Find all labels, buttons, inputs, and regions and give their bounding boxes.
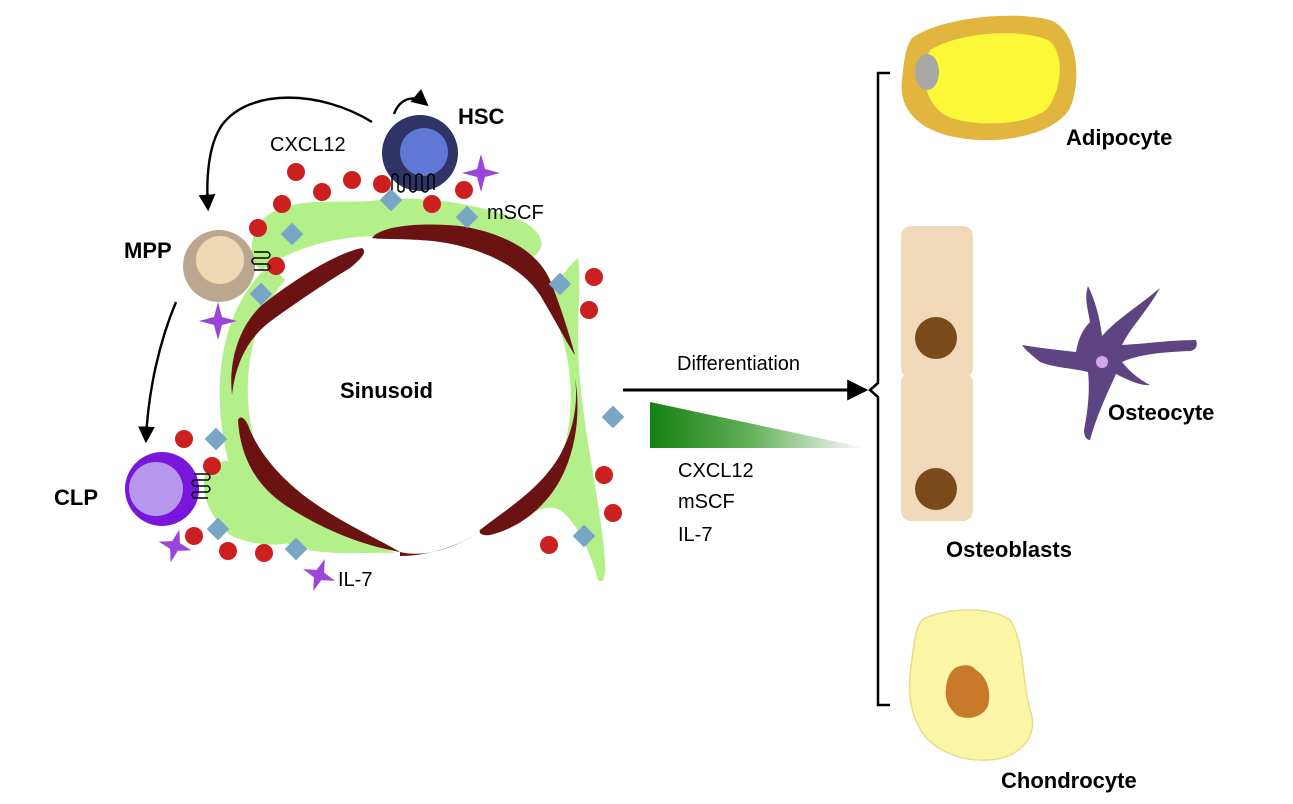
cxcl12-dots (175, 163, 622, 562)
hsc-receptor-icon (391, 173, 435, 193)
gradient-il7-label: IL-7 (678, 524, 712, 546)
cxcl12-label: CXCL12 (270, 134, 346, 156)
cxcl12-dot (267, 257, 285, 275)
hsc-label: HSC (458, 104, 505, 129)
mscf-diamond (601, 405, 625, 429)
hsc-cell (382, 115, 458, 193)
gradient-mscf-label: mSCF (678, 491, 735, 513)
sinusoid-wall-bottom (400, 532, 480, 556)
sinusoid-wall-top (372, 224, 575, 355)
cxcl12-dot (423, 195, 441, 213)
mpp-to-clp-arrow (138, 301, 178, 444)
cxcl12-dot (595, 466, 613, 484)
osteocyte-cell (1022, 286, 1197, 440)
gradient-cxcl12-label: CXCL12 (678, 460, 754, 482)
osteoblast-cells (901, 226, 973, 521)
sinusoid-label: Sinusoid (340, 378, 433, 403)
chondrocyte-cell (908, 609, 1034, 761)
cxcl12-dot (273, 195, 291, 213)
il7-stars (158, 154, 500, 591)
clp-receptor-icon (191, 473, 211, 499)
il7-star (158, 529, 192, 563)
adipocyte-label: Adipocyte (1066, 125, 1172, 150)
factor-gradient-wedge (650, 402, 866, 448)
il7-star (462, 154, 500, 192)
niche-green-right (500, 258, 606, 582)
adipocyte-nucleus (915, 54, 939, 90)
differentiation-label: Differentiation (677, 353, 800, 375)
sinusoid-wall-bottom-right (479, 378, 578, 536)
cxcl12-dot (219, 542, 237, 560)
clp-cell (125, 452, 211, 526)
il7-star (303, 559, 335, 591)
sinusoid-wall (231, 224, 578, 556)
niche-green-strip (203, 460, 300, 545)
osteocyte-nucleus (1096, 356, 1108, 368)
chondrocyte-label: Chondrocyte (1001, 768, 1137, 793)
sinusoid-wall-left (231, 248, 365, 395)
mscf-label: mSCF (487, 202, 544, 224)
cxcl12-dot (287, 163, 305, 181)
clp-label: CLP (54, 485, 98, 510)
clp-nucleus (129, 462, 183, 516)
cxcl12-dot (585, 268, 603, 286)
hsc-to-mpp-arrow (198, 96, 373, 212)
cxcl12-dot (373, 175, 391, 193)
hsc-nucleus (400, 128, 448, 176)
osteocyte-body (1022, 286, 1197, 440)
lineage-bracket (868, 71, 890, 707)
sinusoid-wall-bottom-left (238, 417, 400, 552)
mpp-cell (183, 230, 271, 302)
il7-label: IL-7 (338, 569, 372, 591)
osteoblast-nucleus (915, 468, 957, 510)
il7-star (199, 302, 237, 340)
hsc-self-renewal-arrow (392, 88, 429, 115)
differentiation-cycle-arrows (138, 88, 429, 444)
cxcl12-dot (343, 171, 361, 189)
chondrocyte-nucleus (945, 665, 990, 718)
osteoblast-nucleus (915, 317, 957, 359)
osteocyte-label: Osteocyte (1108, 400, 1214, 425)
cxcl12-dot (580, 301, 598, 319)
cxcl12-dot (313, 183, 331, 201)
cxcl12-dot (185, 527, 203, 545)
mpp-receptor-icon (251, 251, 271, 271)
adipocyte-lipid (925, 33, 1060, 124)
cxcl12-dot (249, 219, 267, 237)
mpp-label: MPP (124, 238, 172, 263)
adipocyte-cell (901, 15, 1077, 141)
cxcl12-dot (604, 504, 622, 522)
mpp-nucleus (196, 236, 244, 284)
cxcl12-dot (175, 430, 193, 448)
cxcl12-dot (455, 181, 473, 199)
cxcl12-dot (203, 457, 221, 475)
cxcl12-dot (255, 544, 273, 562)
cxcl12-dot (540, 536, 558, 554)
osteoblasts-label: Osteoblasts (946, 537, 1072, 562)
